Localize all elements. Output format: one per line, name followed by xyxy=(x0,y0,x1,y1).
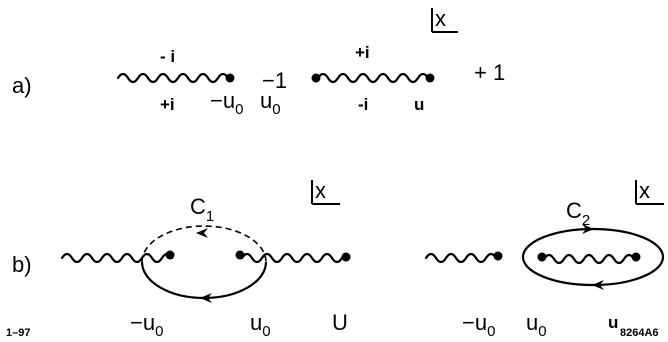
contour-c1-lower xyxy=(140,261,268,300)
part-b-left-vertex-u xyxy=(341,252,351,262)
x-marker-left-label: x xyxy=(315,178,326,203)
part-b-label: b) xyxy=(12,252,32,277)
part-b-left-u: U xyxy=(332,310,348,335)
part-b-right-vertex-u xyxy=(631,252,641,262)
part-a-left-top-label: - i xyxy=(160,47,175,66)
part-b-left-u0: u0 xyxy=(250,310,271,340)
x-marker-right-label: x xyxy=(639,178,650,203)
part-b-left-propagator-2 xyxy=(240,252,344,264)
part-a-minus-one: −1 xyxy=(262,68,287,93)
footer-right: 8264A6 xyxy=(620,327,659,339)
part-a-left-bottom-label: +i xyxy=(160,95,175,114)
contour-c1-arrow-top xyxy=(196,228,208,238)
part-a-u0: u0 xyxy=(260,88,281,118)
part-a-plus-one: + 1 xyxy=(474,60,505,85)
x-marker-top: x xyxy=(431,6,458,33)
contour-c2-arrow-bottom xyxy=(592,280,604,290)
part-a-right-bottom-label: -i xyxy=(358,95,368,114)
part-b-right-propagator-1 xyxy=(424,252,498,264)
part-a-right-propagator xyxy=(316,72,430,84)
part-a-right-top-label: +i xyxy=(355,43,370,62)
part-a-left-vertex xyxy=(225,73,235,83)
x-marker-right: x xyxy=(635,178,664,205)
part-a-right-vertex-right xyxy=(425,73,435,83)
contour-c2-label: C2 xyxy=(566,198,590,229)
x-marker-top-label: x xyxy=(435,6,446,31)
part-a-left-propagator xyxy=(116,72,230,84)
part-b-right-u0: u0 xyxy=(526,310,547,340)
contour-c1-label: C1 xyxy=(190,194,214,225)
part-b-left-propagator-1 xyxy=(60,252,174,264)
part-b-right-vertex-neg-u0 xyxy=(493,251,503,261)
part-b-right-u: u xyxy=(608,313,618,332)
x-marker-left: x xyxy=(311,178,340,205)
part-a-right-end-label: u xyxy=(414,95,424,114)
contour-c1-arrow-bottom xyxy=(200,293,212,303)
part-a-neg-u0: −u0 xyxy=(210,88,243,118)
part-a-label: a) xyxy=(12,73,32,98)
part-b-right-neg-u0: −u0 xyxy=(462,310,495,340)
part-b-right-propagator-2 xyxy=(542,253,636,265)
part-b-left-neg-u0: −u0 xyxy=(130,310,163,340)
footer-left: 1–97 xyxy=(6,327,30,339)
part-b-left-vertex-neg-u0 xyxy=(165,250,175,260)
contour-c2-arrow-top xyxy=(582,224,594,234)
